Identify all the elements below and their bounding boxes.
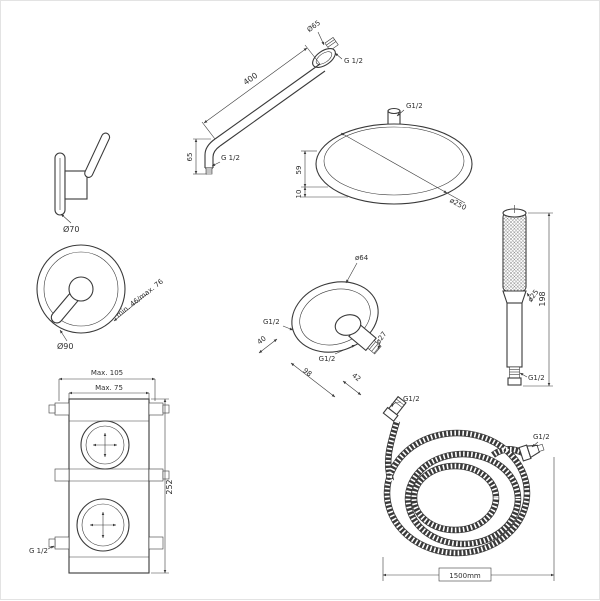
valve-thread-label: G 1/2 [29, 547, 48, 555]
wall-outlet-elbow: ø64 G1/2 40 98 G1/2 42 ø27 [256, 254, 388, 398]
outlet-length-label: 98 [301, 367, 313, 379]
outlet-thread-bottom-label: G1/2 [319, 355, 336, 363]
arm-wall-flange [312, 48, 336, 68]
handshower-handle [506, 302, 523, 368]
head-thread-label: G1/2 [406, 102, 423, 110]
head-plate [315, 123, 473, 205]
outlet-hub [334, 314, 362, 336]
hose-connector-top [382, 395, 407, 422]
shower-arm: 400 Ø65 G 1/2 65 G 1/2 [186, 19, 363, 175]
handshower-thread [509, 366, 520, 379]
outlet-thread-left-label: G1/2 [263, 318, 280, 326]
outlet-flange-dia-label: ø64 [355, 254, 369, 262]
head-dia-label: ø250 [448, 196, 467, 212]
hose-length-label: 1500mm [449, 572, 481, 580]
max-75-label: Max. 75 [95, 384, 123, 392]
valve-port [148, 468, 164, 482]
mixer-trim-front-view: min. 46/max. 76 Ø90 [36, 244, 165, 351]
arm-drop-label: 65 [186, 153, 194, 162]
valve-port [148, 402, 164, 416]
rain-shower-head: G1/2 ø250 59 10 [295, 102, 473, 212]
mixer-body-side [64, 170, 88, 200]
outlet-spigot-dia-label: ø27 [374, 330, 388, 345]
mixer-lever-side [84, 132, 111, 178]
arm-tube [214, 63, 321, 140]
handshower-thread-label: G1/2 [528, 374, 545, 382]
shower-hose: G1/2 G1/2 1500mm [382, 395, 555, 582]
head-height-label: 59 [295, 166, 303, 175]
outlet-spigot-length-label: 42 [350, 372, 362, 384]
valve-port [148, 536, 164, 550]
handshower-length-label: 198 [538, 291, 547, 306]
dim-70-label: Ø70 [63, 224, 79, 234]
arm-outlet-thread-label: G 1/2 [221, 154, 240, 162]
valve-port [54, 468, 70, 482]
handshower-neck [502, 290, 527, 304]
concealed-valve-body: Max. 105 Max. 75 252 G 1/2 [29, 369, 174, 574]
height-252-label: 252 [165, 479, 174, 494]
max-105-label: Max. 105 [91, 369, 123, 377]
lever-hub [68, 276, 94, 302]
hose-length-box [438, 567, 492, 582]
mixer-trim-side-view: Ø70 [54, 132, 111, 234]
valve-port [54, 536, 70, 550]
hose-thread-top-label: G1/2 [403, 395, 420, 403]
arm-flange-dia-label: Ø65 [306, 19, 322, 34]
hose-thread-end-label: G1/2 [533, 433, 550, 441]
arm-outlet-nipple [205, 167, 213, 175]
head-rim-label: 10 [295, 190, 303, 199]
dim-90-label: Ø90 [57, 341, 73, 351]
handshower-nut [507, 377, 522, 386]
hand-shower: ø25 198 G1/2 [502, 205, 553, 387]
hose-connector-end [518, 443, 545, 462]
valve-port [54, 402, 70, 416]
arm-wall-thread-label: G 1/2 [344, 57, 363, 65]
outlet-depth-label: 40 [256, 335, 268, 347]
